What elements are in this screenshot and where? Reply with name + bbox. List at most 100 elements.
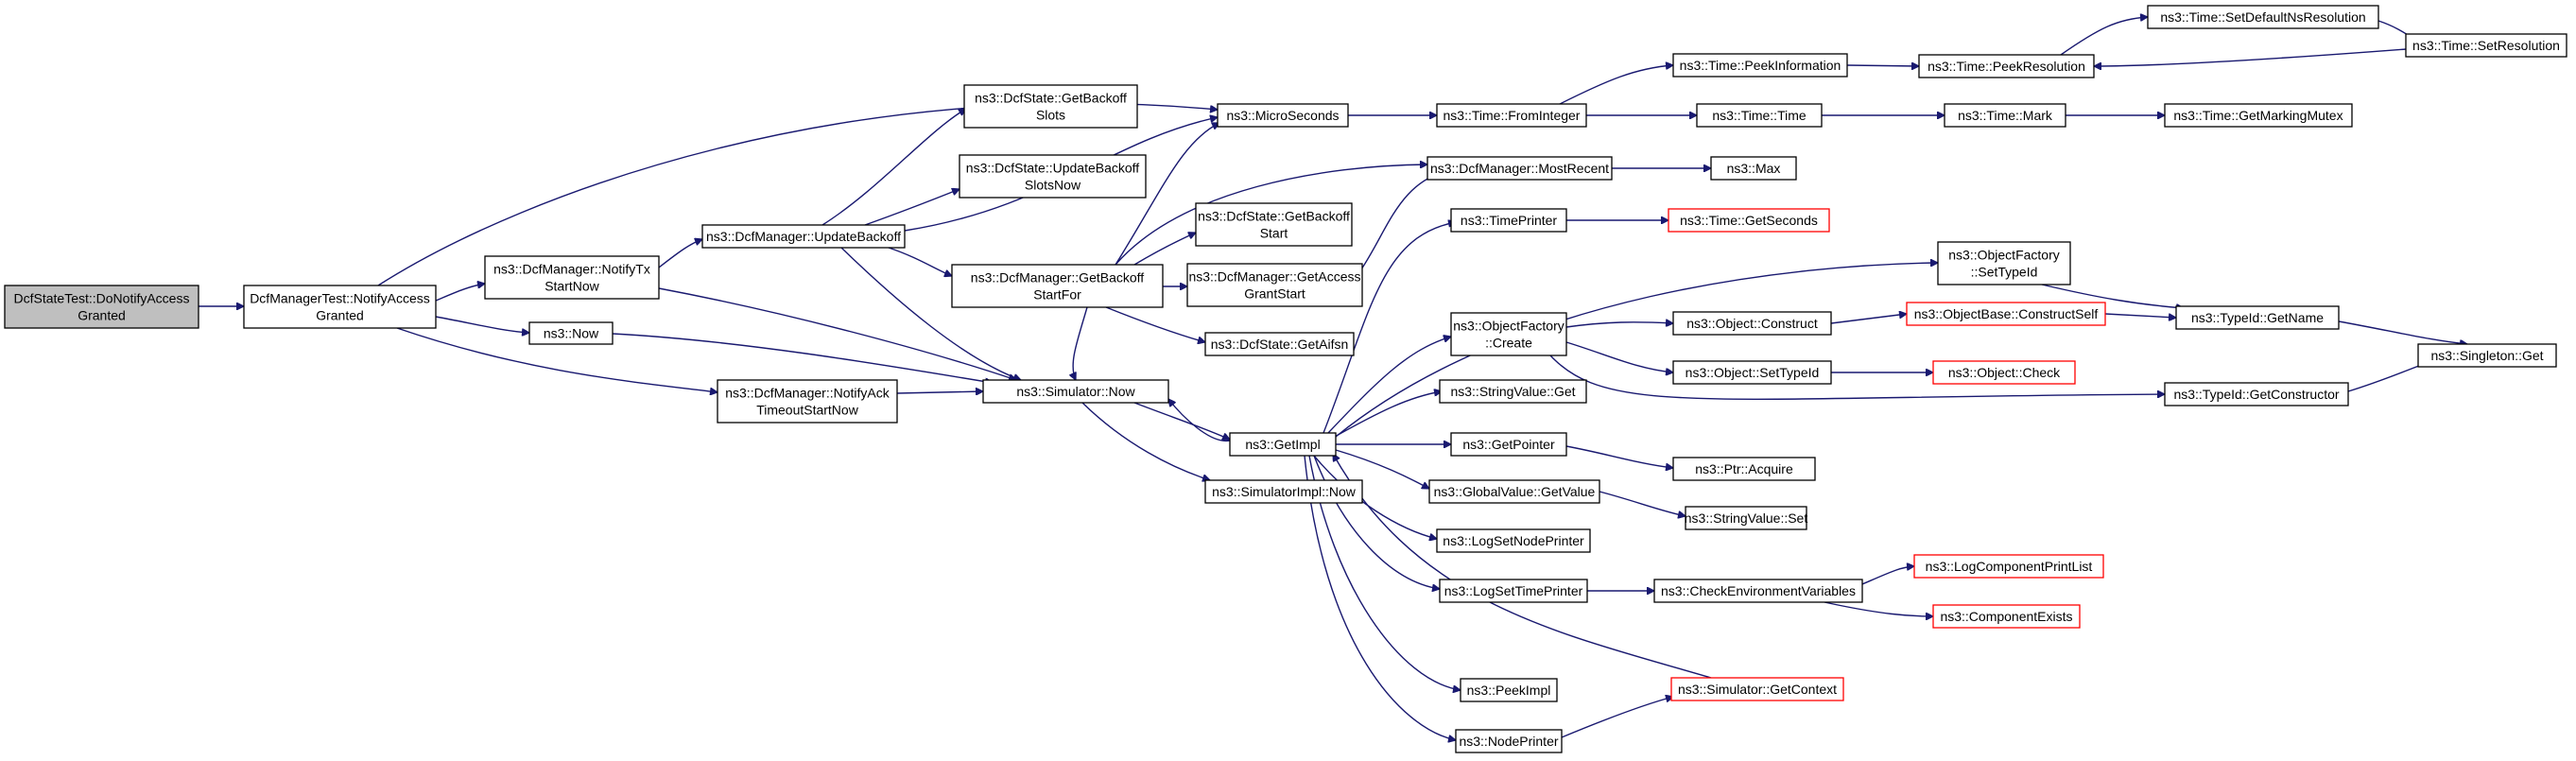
node-n29[interactable]: ns3::Max	[1710, 156, 1797, 181]
node-label: ns3::LogComponentPrintList	[1926, 559, 2093, 574]
node-n6[interactable]: ns3::DcfManager::UpdateBackoff	[701, 224, 906, 249]
node-n44[interactable]: ns3::Time::GetMarkingMutex	[2164, 103, 2353, 128]
node-label: ns3::DcfState::GetBackoff	[975, 91, 1127, 106]
node-box	[1932, 604, 2081, 629]
node-label: ns3::PeekImpl	[1467, 683, 1551, 698]
edge-n6-n9	[864, 189, 960, 226]
node-label: ns3::Time::Mark	[1958, 108, 2053, 123]
node-box	[701, 224, 906, 249]
node-n40[interactable]: ns3::Object::Check	[1932, 360, 2076, 385]
node-n25[interactable]: ns3::PeekImpl	[1460, 678, 1558, 702]
node-label: GrantStart	[1244, 286, 1305, 302]
node-n27[interactable]: ns3::Time::PeekInformation	[1672, 53, 1848, 78]
node-label: ns3::Time::SetResolution	[2412, 38, 2560, 53]
edge-n14-n22	[1335, 449, 1429, 489]
node-box	[2417, 343, 2557, 368]
node-label: ns3::TypeId::GetName	[2191, 310, 2324, 325]
node-n47[interactable]: ns3::TypeId::GetName	[2175, 305, 2340, 330]
edge-n2-n6	[658, 239, 702, 268]
node-n7[interactable]: ns3::Simulator::Now	[982, 379, 1169, 404]
edge-n7-n14	[1133, 402, 1230, 440]
node-n42[interactable]: ns3::ComponentExists	[1932, 604, 2081, 629]
edge-n10-n5	[1115, 122, 1219, 266]
edge-n19-n32	[1565, 341, 1673, 372]
node-label: ns3::SimulatorImpl::Now	[1212, 484, 1357, 499]
node-box	[1672, 457, 1816, 481]
node-box	[1229, 432, 1337, 457]
node-n26[interactable]: ns3::NodePrinter	[1455, 729, 1563, 753]
node-n41[interactable]: ns3::LogComponentPrintList	[1913, 554, 2104, 579]
node-n43[interactable]: ns3::Time::SetDefaultNsResolution	[2147, 5, 2379, 29]
node-label: ns3::Time::FromInteger	[1444, 108, 1581, 123]
node-label: ns3::Simulator::GetContext	[1678, 682, 1837, 697]
node-n38[interactable]: ns3::Time::Mark	[1944, 103, 2066, 128]
node-label: Granted	[78, 308, 126, 323]
node-box	[1460, 678, 1558, 702]
node-n35[interactable]: ns3::CheckEnvironmentVariables	[1653, 579, 1863, 603]
node-label: ns3::Ptr::Acquire	[1695, 461, 1793, 476]
edge-n26-n36	[1561, 697, 1673, 738]
node-n37[interactable]: ns3::Time::PeekResolution	[1918, 54, 2095, 78]
node-n5[interactable]: ns3::MicroSeconds	[1217, 103, 1349, 128]
node-n16[interactable]: ns3::Time::FromInteger	[1436, 103, 1587, 128]
node-n22[interactable]: ns3::GlobalValue::GetValue	[1428, 479, 1600, 504]
node-box	[1455, 729, 1563, 753]
node-n39[interactable]: ns3::ObjectBase::ConstructSelf	[1906, 302, 2106, 326]
node-box	[1696, 103, 1823, 128]
node-n36[interactable]: ns3::Simulator::GetContext	[1670, 677, 1844, 701]
node-label: ns3::GetPointer	[1462, 437, 1555, 452]
node-n31[interactable]: ns3::Object::Construct	[1672, 311, 1832, 336]
edge-n14-n7	[1168, 399, 1231, 441]
node-n18[interactable]: ns3::TimePrinter	[1450, 208, 1567, 233]
edge-n19-n31	[1565, 322, 1673, 328]
node-label: ns3::TimePrinter	[1461, 213, 1558, 228]
node-n34[interactable]: ns3::StringValue::Set	[1685, 506, 1808, 530]
edge-n6-n8	[821, 109, 966, 226]
node-n17[interactable]: ns3::DcfManager::MostRecent	[1426, 156, 1613, 181]
node-label: ns3::Time::GetSeconds	[1680, 213, 1818, 228]
edge-n1-n3	[435, 316, 529, 333]
node-box	[951, 264, 1164, 308]
node-n20[interactable]: ns3::StringValue::Get	[1439, 379, 1587, 404]
node-n23[interactable]: ns3::LogSetNodePrinter	[1436, 528, 1591, 553]
node-box	[1426, 156, 1613, 181]
node-n33[interactable]: ns3::Ptr::Acquire	[1672, 457, 1816, 481]
node-n13[interactable]: ns3::DcfState::GetAifsn	[1204, 332, 1355, 356]
node-n28[interactable]: ns3::Time::Time	[1696, 103, 1823, 128]
node-n4[interactable]: ns3::DcfManager::NotifyAckTimeoutStartNo…	[717, 379, 898, 424]
node-n30[interactable]: ns3::Time::GetSeconds	[1668, 208, 1830, 233]
node-box	[963, 84, 1138, 129]
node-label: ns3::Time::SetDefaultNsResolution	[2160, 9, 2365, 25]
edge-n1-n2	[435, 284, 485, 302]
node-n49[interactable]: ns3::Singleton::Get	[2417, 343, 2557, 368]
node-box	[1439, 379, 1587, 404]
node-n32[interactable]: ns3::Object::SetTypeId	[1672, 360, 1832, 385]
node-n3[interactable]: ns3::Now	[528, 321, 614, 345]
node-n24[interactable]: ns3::LogSetTimePrinter	[1439, 579, 1588, 603]
node-n48[interactable]: ns3::Time::SetResolution	[2405, 33, 2567, 58]
edge-n1-n4	[396, 327, 717, 392]
node-label: ns3::DcfState::GetBackoff	[1198, 209, 1350, 224]
edge-n14-n26	[1304, 455, 1456, 740]
edge-n35-n41	[1861, 566, 1914, 585]
node-n46[interactable]: ns3::TypeId::GetConstructor	[2164, 382, 2349, 406]
node-n45[interactable]: ns3::ObjectFactory::SetTypeId	[1937, 241, 2071, 285]
node-n14[interactable]: ns3::GetImpl	[1229, 432, 1337, 457]
node-n15[interactable]: ns3::SimulatorImpl::Now	[1204, 479, 1363, 504]
node-box	[2405, 33, 2567, 58]
node-n21[interactable]: ns3::GetPointer	[1450, 432, 1567, 457]
edge-n2-n7	[658, 287, 1016, 380]
node-box	[1918, 54, 2095, 78]
node-n19[interactable]: ns3::ObjectFactory::Create	[1450, 312, 1567, 356]
node-label: ns3::Time::PeekResolution	[1928, 59, 2085, 74]
node-box	[1186, 263, 1363, 307]
